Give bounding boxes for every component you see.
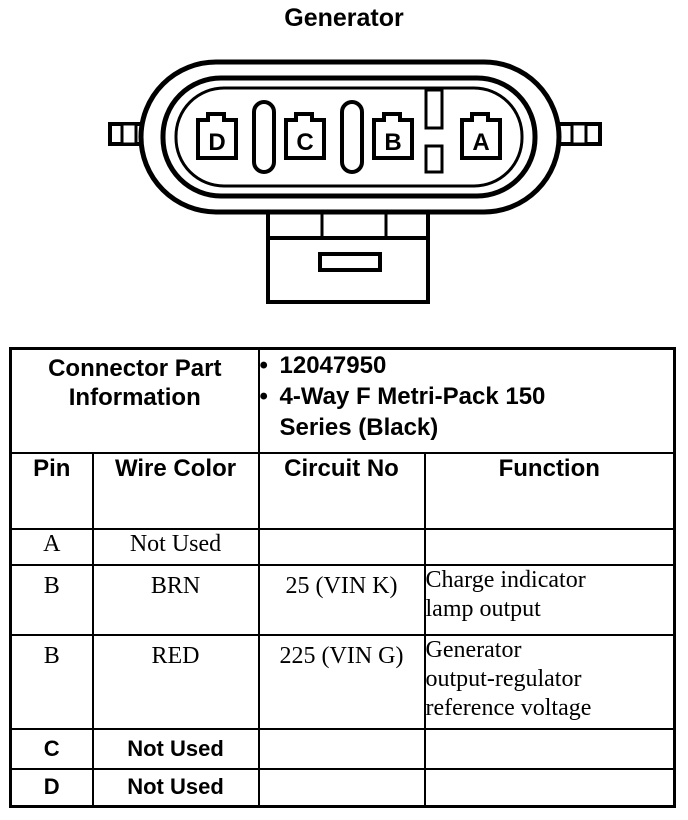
connector-series: Series (Black): [279, 414, 439, 441]
table-row: D Not Used: [9, 767, 676, 808]
pin-cavity-d: D: [196, 112, 238, 160]
header-pin: Pin: [9, 451, 94, 530]
pin-cavity-a: A: [460, 112, 502, 160]
pin-label-a: A: [472, 129, 489, 156]
lock-slot: [318, 252, 382, 272]
cell-function: [423, 767, 676, 808]
header-function: Function: [423, 451, 676, 530]
cell-pin: A: [9, 527, 94, 566]
cell-wire-color: BRN: [91, 563, 260, 636]
function-line: Generator: [425, 636, 522, 663]
part-number: 12047950: [279, 352, 387, 379]
generator-connector-diagram: D C B A: [108, 59, 602, 304]
header-circuit-no: Circuit No: [257, 451, 426, 530]
cell-pin: B: [9, 563, 94, 636]
cavity-separator: [252, 100, 276, 174]
cell-circuit: 225 (VIN G): [257, 633, 426, 730]
cell-pin: B: [9, 633, 94, 730]
cell-wire-color: RED: [91, 633, 260, 730]
table-row: B RED 225 (VIN G) Generator output-regul…: [9, 633, 676, 730]
cell-wire-color: Not Used: [91, 767, 260, 808]
pin-label-c: C: [296, 129, 313, 156]
cell-circuit: 25 (VIN K): [257, 563, 426, 636]
key-slot: [424, 88, 444, 130]
cell-function: [423, 727, 676, 770]
cell-pin: D: [9, 767, 94, 808]
cell-pin: C: [9, 727, 94, 770]
part-info-label: Connector Part Information: [9, 347, 260, 454]
table-row: B BRN 25 (VIN K) Charge indicator lamp o…: [9, 563, 676, 636]
header-row: Pin Wire Color Circuit No Function: [9, 451, 676, 530]
cell-function: [423, 527, 676, 566]
pin-label-d: D: [208, 129, 225, 156]
table-row: C Not Used: [9, 727, 676, 770]
function-line: lamp output: [425, 595, 541, 622]
pin-label-b: B: [384, 129, 401, 156]
connector-type: 4-Way F Metri-Pack 150: [279, 383, 546, 410]
cell-circuit: [257, 767, 426, 808]
part-info-values: •12047950 •4-Way F Metri-Pack 150 Series…: [257, 347, 676, 454]
key-slot: [424, 144, 444, 174]
diagram-title: Generator: [284, 4, 404, 32]
function-line: output-regulator: [425, 665, 582, 692]
cavity-separator: [340, 100, 364, 174]
connector-info-table: Connector Part Information •12047950 •4-…: [9, 347, 677, 808]
part-info-row: Connector Part Information •12047950 •4-…: [9, 347, 676, 454]
header-wire-color: Wire Color: [91, 451, 260, 530]
function-line: Charge indicator: [425, 566, 586, 593]
cell-wire-color: Not Used: [91, 527, 260, 566]
part-info-label-text: Connector Part Information: [48, 355, 222, 411]
cell-function: Charge indicator lamp output: [423, 563, 676, 636]
table-row: A Not Used: [9, 527, 676, 566]
function-line: reference voltage: [425, 694, 592, 721]
pin-cavity-c: C: [284, 112, 326, 160]
cell-wire-color: Not Used: [91, 727, 260, 770]
cell-function: Generator output-regulator reference vol…: [423, 633, 676, 730]
cell-circuit: [257, 527, 426, 566]
pin-cavity-b: B: [372, 112, 414, 160]
cell-circuit: [257, 727, 426, 770]
